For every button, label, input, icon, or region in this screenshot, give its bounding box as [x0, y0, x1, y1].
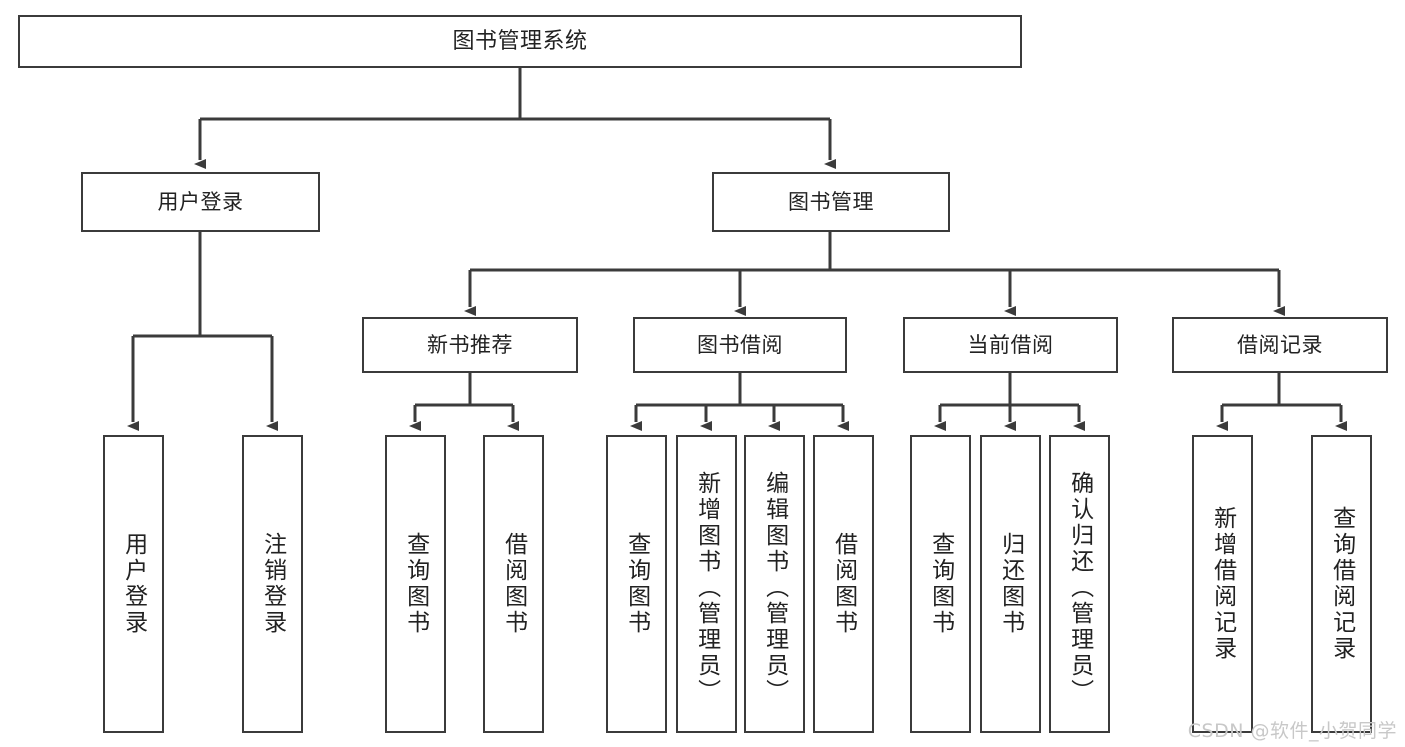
node-label: 借阅图书 [830, 532, 857, 636]
node-book-management[interactable]: 图书管理 [712, 172, 950, 232]
leaf-borrow-query-book[interactable]: 查询图书 [606, 435, 667, 733]
node-label: 当前借阅 [967, 332, 1054, 357]
node-new-book-recommend[interactable]: 新书推荐 [362, 317, 578, 373]
node-label: 用户登录 [120, 532, 147, 636]
leaf-current-query-book[interactable]: 查询图书 [910, 435, 971, 733]
leaf-current-confirm-return-admin[interactable]: 确认归还（管理员） [1049, 435, 1110, 733]
leaf-borrow-edit-book-admin[interactable]: 编辑图书（管理员） [744, 435, 805, 733]
node-label: 用户登录 [157, 189, 244, 214]
leaf-recommend-borrow-book[interactable]: 借阅图书 [483, 435, 544, 733]
node-label: 编辑图书（管理员） [761, 471, 788, 705]
leaf-current-return-book[interactable]: 归还图书 [980, 435, 1041, 733]
leaf-borrow-borrow-book[interactable]: 借阅图书 [813, 435, 874, 733]
node-label: 借阅图书 [500, 532, 527, 636]
leaf-record-query-record[interactable]: 查询借阅记录 [1311, 435, 1372, 733]
node-book-borrow[interactable]: 图书借阅 [633, 317, 847, 373]
leaf-borrow-add-book-admin[interactable]: 新增图书（管理员） [676, 435, 737, 733]
node-label: 新书推荐 [427, 332, 513, 357]
node-label: 注销登录 [259, 532, 286, 636]
node-label: 图书管理系统 [452, 28, 588, 54]
node-label: 归还图书 [997, 532, 1024, 636]
node-root-system[interactable]: 图书管理系统 [18, 15, 1022, 68]
node-label: 查询借阅记录 [1328, 506, 1355, 662]
node-label: 查询图书 [623, 532, 650, 636]
node-label: 图书借阅 [697, 332, 783, 357]
watermark: CSDN @软件_小贺同学 [1187, 720, 1397, 742]
node-label: 借阅记录 [1237, 332, 1323, 357]
node-label: 查询图书 [402, 532, 429, 636]
node-label: 新增借阅记录 [1209, 506, 1236, 662]
node-label: 图书管理 [788, 189, 874, 214]
leaf-user-login-logout[interactable]: 注销登录 [242, 435, 303, 733]
node-borrow-record[interactable]: 借阅记录 [1172, 317, 1388, 373]
node-user-login[interactable]: 用户登录 [81, 172, 320, 232]
node-label: 确认归还（管理员） [1066, 471, 1093, 705]
leaf-recommend-query-book[interactable]: 查询图书 [385, 435, 446, 733]
node-label: 新增图书（管理员） [693, 471, 720, 705]
leaf-record-add-record[interactable]: 新增借阅记录 [1192, 435, 1253, 733]
leaf-user-login-login[interactable]: 用户登录 [103, 435, 164, 733]
node-current-borrow[interactable]: 当前借阅 [903, 317, 1118, 373]
node-label: 查询图书 [927, 532, 954, 636]
